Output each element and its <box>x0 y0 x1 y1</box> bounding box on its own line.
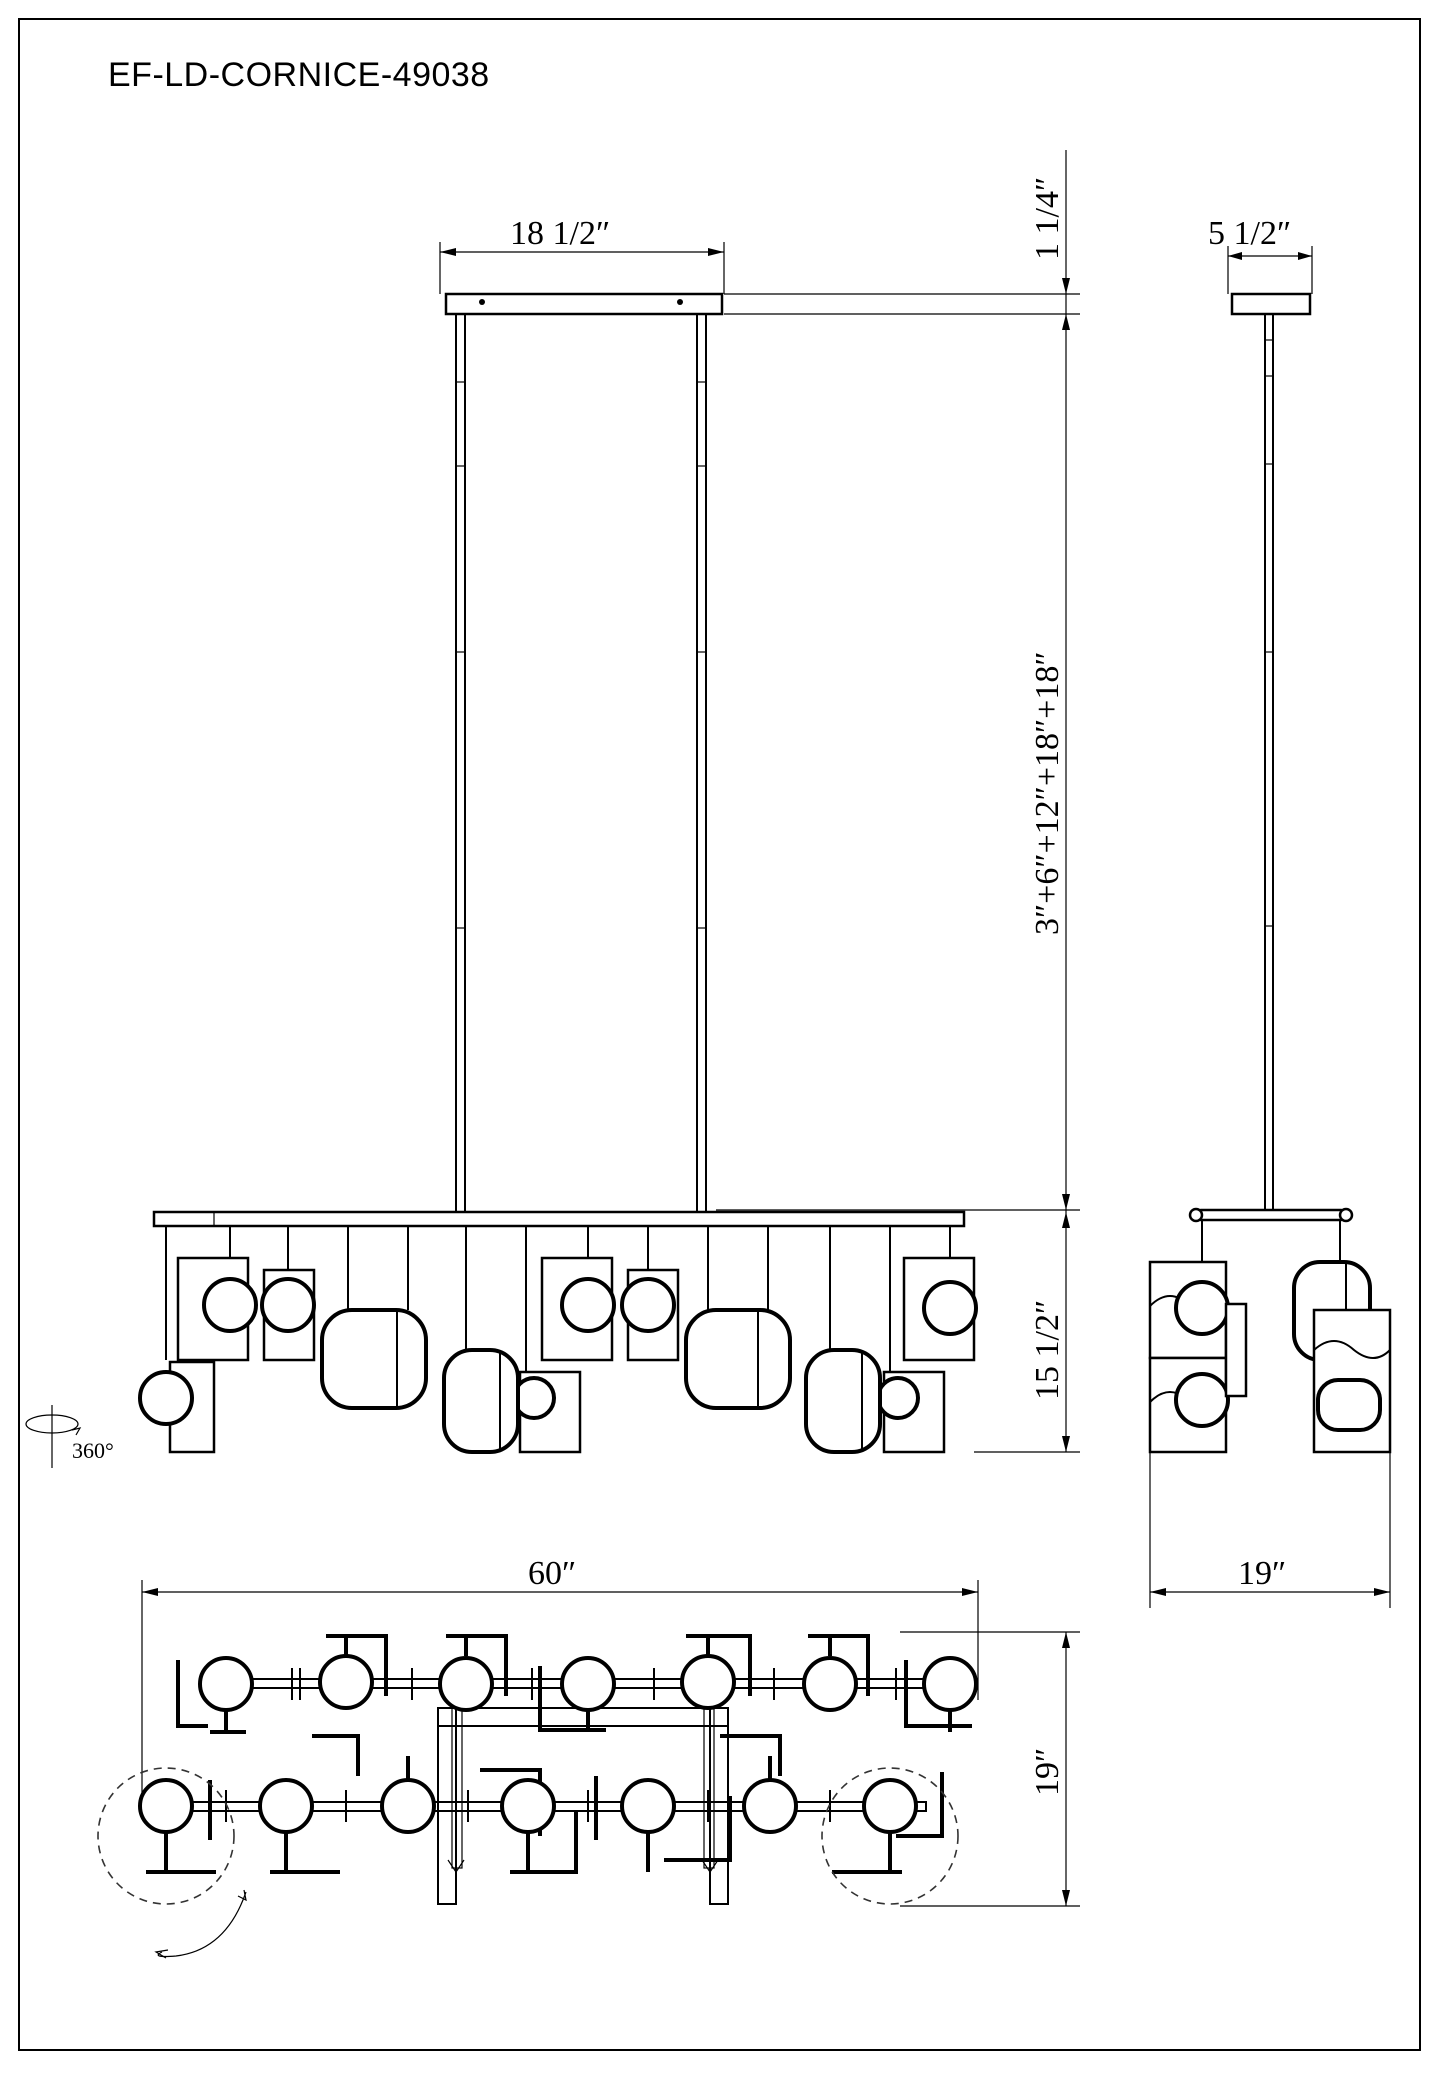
globe-shade <box>1174 1280 1230 1336</box>
globe-shade <box>876 1376 920 1420</box>
front-dimensions: 18 1/2″ 1 1/4″ 3″+6″+12″+18″+18″ 15 1/2″ <box>439 150 1080 1453</box>
globe-shade <box>620 1778 676 1834</box>
globe-shade <box>258 1778 314 1834</box>
rotation-circle <box>821 1767 959 1905</box>
globe-shade <box>138 1370 194 1426</box>
canopy-width-label: 18 1/2″ <box>510 215 610 252</box>
front-canopy <box>444 292 724 316</box>
globe-shade <box>138 1778 194 1834</box>
front-cylinder-shades <box>320 1308 882 1454</box>
side-crossbar <box>1194 1208 1348 1222</box>
cylinder-shade <box>1316 1378 1382 1432</box>
overall-depth-label: 19″ <box>1029 1748 1066 1796</box>
canopy-depth-label: 5 1/2″ <box>1208 215 1291 252</box>
globe-shade <box>1174 1372 1230 1428</box>
globe-shade <box>380 1778 436 1834</box>
globe-shade <box>438 1656 494 1712</box>
rotation-label: 360° <box>72 1438 114 1463</box>
cylinder-shade <box>684 1308 792 1410</box>
side-view: 19″ 5 1/2″ <box>1148 215 1392 1608</box>
globe-shade <box>500 1778 556 1834</box>
top-row-lower <box>138 1734 944 1874</box>
drawing-border <box>18 18 1421 2051</box>
side-canopy <box>1230 292 1312 316</box>
globe-shade <box>318 1654 374 1710</box>
front-main-bar <box>152 1210 966 1228</box>
overall-length-label: 60″ <box>528 1555 576 1592</box>
top-row-upper <box>176 1634 978 1734</box>
cylinder-shade <box>804 1348 882 1454</box>
top-view: 60″ 19″ <box>97 1555 1080 1959</box>
globe-shade <box>922 1280 978 1336</box>
body-height-label: 15 1/2″ <box>1029 1300 1066 1400</box>
canopy-height-label: 1 1/4″ <box>1029 177 1066 260</box>
front-rods <box>455 313 707 1213</box>
rotation-circle <box>97 1767 235 1905</box>
suspension-rod <box>696 313 707 1213</box>
front-view: 360° <box>25 292 978 1468</box>
canopy-screw <box>479 299 485 305</box>
rod-lengths-label: 3″+6″+12″+18″+18″ <box>1029 651 1066 935</box>
globe-shade <box>742 1778 798 1834</box>
globe-shade <box>680 1654 736 1710</box>
globe-shade <box>202 1277 258 1333</box>
globe-shade <box>198 1656 254 1712</box>
model-title: EF-LD-CORNICE-49038 <box>108 56 490 94</box>
cylinder-shade <box>320 1308 428 1410</box>
rotation-symbol: 360° <box>25 1405 114 1468</box>
cylinder-shade <box>442 1348 520 1454</box>
globe-shade <box>560 1656 616 1712</box>
globe-shade <box>922 1656 978 1712</box>
front-globes <box>138 1277 978 1426</box>
globe-shade <box>560 1277 616 1333</box>
side-width-label: 19″ <box>1238 1555 1286 1592</box>
globe-shade <box>260 1277 316 1333</box>
globe-shade <box>862 1778 918 1834</box>
suspension-rod <box>455 313 466 1213</box>
globe-shade <box>620 1277 676 1333</box>
globe-shade <box>802 1656 858 1712</box>
canopy-screw <box>677 299 683 305</box>
side-rod <box>1264 313 1274 1211</box>
